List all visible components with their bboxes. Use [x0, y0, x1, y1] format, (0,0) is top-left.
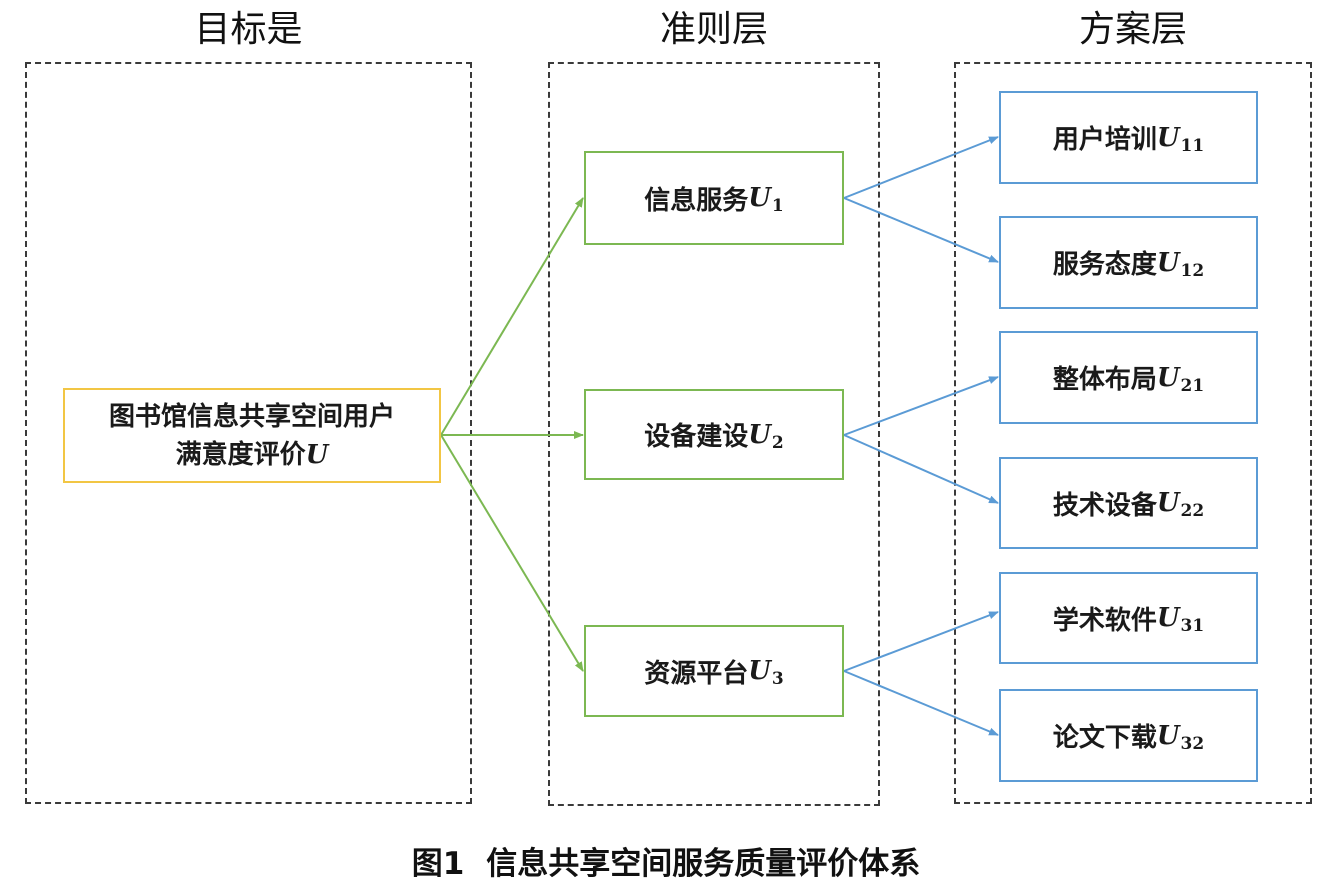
alternative-11-label: 用户培训	[1052, 125, 1157, 155]
criterion-2-symbol: U	[748, 419, 771, 450]
alternative-12-symbol: U	[1156, 247, 1180, 278]
goal-to-criterion-3-arrow	[440, 434, 584, 672]
alternative-11-subscript: 11	[1180, 135, 1205, 156]
criterion-1-label: 信息服务	[644, 185, 749, 216]
alternative-31-subscript: 31	[1180, 616, 1205, 636]
goal-symbol: U	[305, 439, 329, 470]
criterion-2-subscript: 2	[771, 432, 784, 453]
goal-label-text: 满意度评价	[175, 439, 306, 470]
goal-to-criterion-1-arrow	[440, 197, 584, 436]
alternative-22-label: 技术设备	[1052, 490, 1157, 521]
criterion-2-to-alternative-21-arrow	[843, 376, 999, 436]
alternative-31-label: 学术软件	[1052, 605, 1157, 636]
goal-label-line1: 图书馆信息共享空间用户	[108, 401, 395, 432]
goal-label-line2: 满意度评价U	[176, 436, 329, 474]
criterion-3-to-alternative-31-arrow	[843, 611, 999, 672]
goal-node: 图书馆信息共享空间用户 满意度评价U	[63, 388, 441, 483]
alternative-11-symbol: U	[1156, 122, 1180, 153]
criterion-1-subscript: 1	[771, 196, 784, 216]
alternative-32-symbol: U	[1156, 720, 1180, 751]
criterion-1-to-alternative-11-arrow	[843, 136, 999, 199]
alternative-32-label: 论文下载	[1052, 723, 1157, 753]
alternatives-layer-frame	[954, 62, 1312, 804]
criterion-3-subscript: 3	[771, 669, 784, 689]
goal-layer-header: 目标是	[194, 9, 303, 50]
criterion-1-to-alternative-12-arrow	[843, 197, 999, 263]
alternative-32-subscript: 32	[1180, 733, 1205, 754]
alternative-22-subscript: 22	[1180, 501, 1205, 521]
alternative-12-subscript: 12	[1180, 260, 1205, 281]
alternative-22-symbol: U	[1156, 488, 1180, 518]
alternative-21-symbol: U	[1156, 362, 1180, 393]
goal-layer-frame	[25, 62, 472, 804]
criterion-1-symbol: U	[748, 183, 771, 213]
figure-number: 图1	[411, 846, 465, 882]
alternative-21-label: 整体布局	[1052, 365, 1157, 395]
alternatives-layer-header: 方案层	[1078, 9, 1187, 50]
criterion-3-to-alternative-32-arrow	[843, 670, 999, 736]
criteria-layer-header: 准则层	[659, 9, 768, 50]
figure-caption: 图1 信息共享空间服务质量评价体系	[0, 838, 1332, 883]
criterion-2-to-alternative-22-arrow	[843, 434, 999, 504]
criterion-3-symbol: U	[748, 656, 771, 686]
alternative-12-label: 服务态度	[1052, 250, 1157, 280]
figure-title: 信息共享空间服务质量评价体系	[486, 846, 921, 882]
criterion-2-label: 设备建设	[644, 422, 749, 452]
alternative-21-subscript: 21	[1180, 375, 1205, 396]
criterion-3-label: 资源平台	[644, 658, 749, 689]
alternative-31-symbol: U	[1156, 603, 1180, 633]
